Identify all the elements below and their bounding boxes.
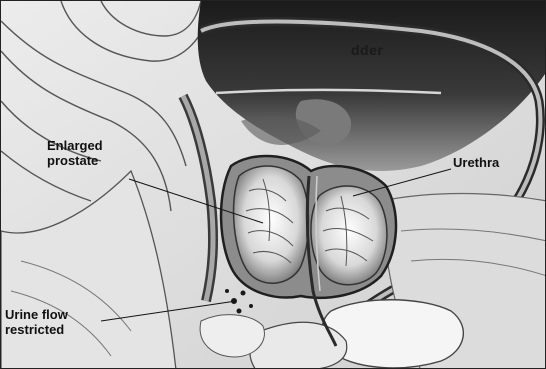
enlarged-prostate-label: Enlarged prostate <box>47 138 147 168</box>
urethra-label: Urethra <box>453 155 499 170</box>
prostate-right-lobe <box>311 186 387 285</box>
prostate-left-lobe <box>234 166 309 283</box>
urine-flow-restricted-label: Urine flow restricted <box>5 307 105 337</box>
bladder-label: dder <box>351 43 383 58</box>
